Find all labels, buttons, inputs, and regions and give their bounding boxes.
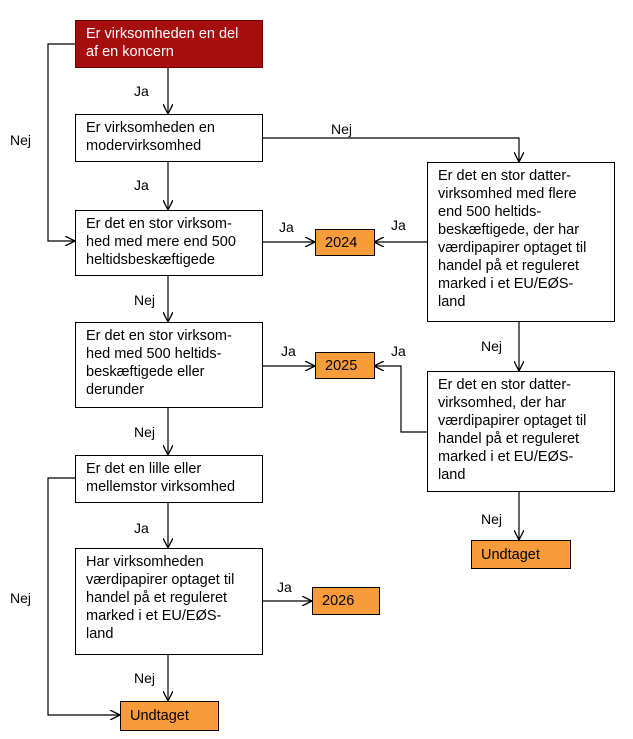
arrow-group-no (47, 43, 75, 241)
small-medium-question-box: Er det en lille eller mellemstor virksom… (75, 455, 263, 503)
parent-question-box: Er virksomheden en modervirksomhed (75, 114, 263, 162)
outcome-2026: 2026 (312, 587, 380, 615)
edge-label-large500plus-yes: Ja (279, 219, 294, 235)
arrow-sublarge-yes (374, 366, 427, 433)
large-500plus-question-box: Er det en stor virksom- hed med mere end… (75, 210, 263, 276)
edge-label-securities-no: Nej (134, 670, 156, 686)
edge-label-group-yes: Ja (134, 83, 149, 99)
securities-question-box: Har virksomheden værdipapirer optaget ti… (75, 548, 263, 655)
edge-label-parent-no: Nej (331, 121, 353, 137)
edge-label-smallmedium-yes: Ja (134, 520, 149, 536)
outcome-2024: 2024 (315, 229, 375, 256)
edge-label-sublarge-no: Nej (481, 511, 503, 527)
edge-label-sub500plus-no: Nej (481, 338, 503, 354)
arrow-parent-no (262, 137, 519, 162)
edge-label-smallmedium-no: Nej (10, 590, 32, 606)
edge-label-parent-yes: Ja (134, 177, 149, 193)
subsidiary-500plus-question-box: Er det en stor datter- virksomhed med fl… (427, 162, 615, 322)
outcome-2025: 2025 (315, 352, 375, 379)
edge-label-large500plus-no: Nej (134, 292, 156, 308)
edge-label-group-no: Nej (10, 132, 32, 148)
edge-label-securities-yes: Ja (277, 579, 292, 595)
group-question-box: Er virksomheden en del af en koncern (75, 20, 263, 68)
outcome-exempt-bottom: Undtaget (120, 701, 219, 731)
edge-label-sublarge-yes: Ja (391, 343, 406, 359)
edge-label-large500less-yes: Ja (281, 343, 296, 359)
arrow-smallmedium-no (47, 477, 120, 715)
edge-label-sub500plus-yes: Ja (391, 217, 406, 233)
subsidiary-large-question-box: Er det en stor datter- virksomhed, der h… (427, 371, 615, 492)
large-500less-question-box: Er det en stor virksom- hed med 500 helt… (75, 322, 263, 408)
outcome-exempt-right: Undtaget (471, 540, 571, 569)
edge-label-large500less-no: Nej (134, 424, 156, 440)
